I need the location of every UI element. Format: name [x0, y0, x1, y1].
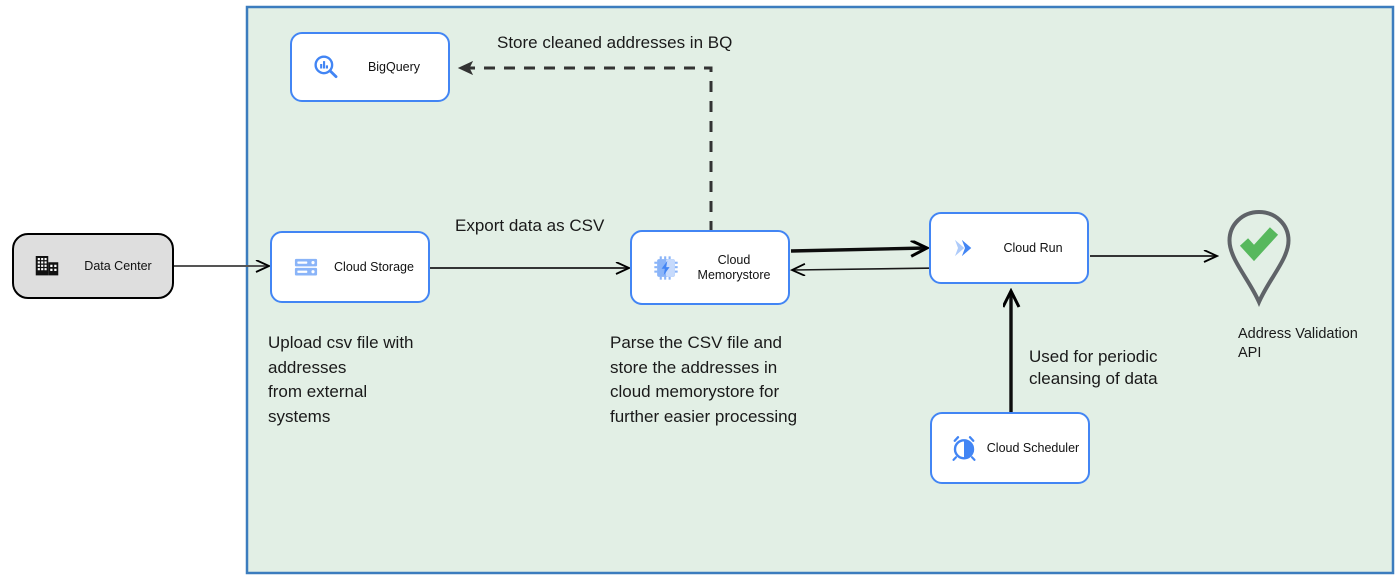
node-cloud-run[interactable]: Cloud Run — [929, 212, 1089, 284]
data-center-building-icon — [26, 244, 70, 288]
node-cloud-run-label: Cloud Run — [1003, 240, 1063, 255]
node-data-center[interactable]: Data Center — [12, 233, 174, 299]
edge-label-periodic-cleansing: Used for periodic cleansing of data — [1029, 347, 1158, 388]
cloud-scheduler-alarm-clock-icon — [944, 428, 984, 468]
node-address-validation-api[interactable] — [1222, 207, 1296, 308]
node-data-center-label: Data Center — [84, 258, 152, 273]
cloud-memorystore-chip-icon — [646, 248, 686, 288]
map-pin-check-icon — [1227, 209, 1291, 308]
node-bigquery-label: BigQuery — [367, 59, 421, 74]
edge-label-export-data-as-csv: Export data as CSV — [455, 216, 605, 235]
node-cloud-storage-label: Cloud Storage — [334, 259, 414, 274]
cloud-storage-icon — [286, 247, 326, 287]
note-upload-csv: Upload csv file with addresses from exte… — [268, 333, 414, 426]
node-bigquery[interactable]: BigQuery — [290, 32, 450, 102]
cloud-run-chevron-icon — [945, 228, 985, 268]
bigquery-icon — [306, 47, 346, 87]
node-cloud-memorystore[interactable]: Cloud Memorystore — [630, 230, 790, 305]
node-cloud-scheduler[interactable]: Cloud Scheduler — [930, 412, 1090, 484]
node-cloud-memorystore-label: Cloud Memorystore — [697, 252, 771, 282]
node-cloud-storage[interactable]: Cloud Storage — [270, 231, 430, 303]
node-cloud-scheduler-label: Cloud Scheduler — [986, 440, 1080, 455]
address-validation-api-label: Address Validation API — [1238, 326, 1358, 361]
note-parse-csv: Parse the CSV file and store the address… — [610, 333, 798, 426]
edge-memorystore-to-bigquery-dashed — [460, 68, 713, 232]
edge-label-store-cleaned-in-bq: Store cleaned addresses in BQ — [497, 33, 733, 52]
